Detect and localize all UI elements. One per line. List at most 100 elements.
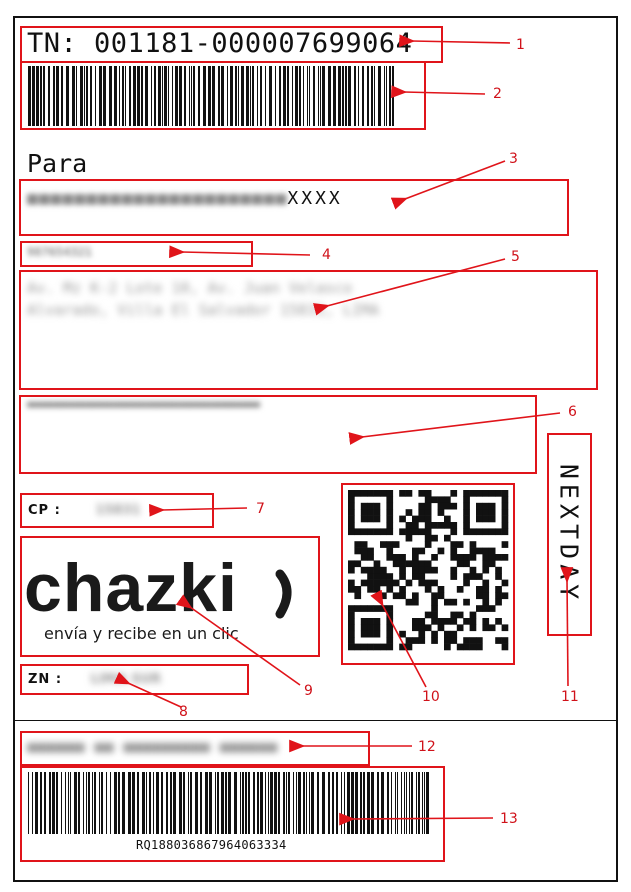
- qr-module: [348, 611, 355, 619]
- qr-module: [424, 624, 432, 632]
- qr-module: [348, 490, 355, 497]
- qr-module: [463, 490, 470, 497]
- qr-module: [386, 637, 394, 644]
- qr-module: [450, 618, 458, 625]
- bottom-barcode-bar: [161, 772, 163, 834]
- qr-module: [360, 509, 368, 516]
- arrow-5: [312, 258, 506, 316]
- qr-module: [450, 528, 458, 536]
- qr-module: [495, 592, 502, 600]
- bottom-barcode-bar: [387, 772, 389, 834]
- arrow-4: [169, 245, 311, 259]
- bottom-barcode-bar: [118, 772, 120, 834]
- qr-module: [412, 528, 419, 536]
- bottom-barcode-bar: [303, 772, 305, 834]
- bottom-barcode-bar: [101, 772, 103, 834]
- qr-module: [367, 515, 374, 523]
- qr-module: [450, 554, 458, 561]
- bottom-barcode-bar: [217, 772, 219, 834]
- annotation-box-9: [20, 536, 320, 657]
- top-barcode-bar: [198, 66, 200, 126]
- cp-value: 15831: [95, 503, 141, 518]
- top-barcode-bar: [378, 66, 381, 126]
- qr-module: [360, 541, 368, 548]
- qr-module: [373, 502, 381, 510]
- top-barcode-bar: [328, 66, 331, 126]
- qr-module: [482, 547, 490, 555]
- top-barcode-bar: [162, 66, 163, 126]
- qr-module: [482, 566, 490, 574]
- top-barcode-bar: [252, 66, 254, 126]
- bottom-barcode-bar: [293, 772, 294, 834]
- qr-module: [418, 490, 426, 497]
- qr-module: [424, 528, 432, 536]
- qr-module: [360, 554, 368, 561]
- qr-module: [418, 502, 426, 510]
- qr-module: [412, 624, 419, 632]
- top-barcode-bar: [43, 66, 45, 126]
- annotation-number-6: 6: [568, 404, 577, 420]
- bottom-barcode-bar: [253, 772, 255, 834]
- qr-module: [431, 534, 438, 542]
- bottom-barcode-bar: [344, 772, 345, 834]
- bottom-barcode-bar: [322, 772, 325, 834]
- qr-module: [418, 618, 426, 625]
- qr-module: [488, 554, 496, 561]
- bottom-barcode-bar: [341, 772, 342, 834]
- qr-module: [437, 547, 445, 555]
- qr-module: [437, 592, 445, 600]
- qr-module: [437, 522, 445, 529]
- top-barcode-bar: [275, 66, 276, 126]
- qr-module: [399, 566, 406, 574]
- qr-module: [476, 573, 483, 580]
- qr-module: [348, 643, 355, 651]
- arrow-13: [339, 812, 494, 826]
- annotation-box-12: [20, 731, 370, 766]
- bottom-barcode-bar: [328, 772, 330, 834]
- qr-module: [386, 643, 394, 651]
- qr-module: [482, 605, 490, 612]
- top-barcode-bar: [119, 66, 120, 126]
- qr-module: [380, 605, 387, 612]
- tracking-label: TN:: [27, 28, 78, 59]
- qr-module: [367, 624, 374, 632]
- qr-module: [437, 509, 445, 516]
- top-barcode-bar: [66, 66, 69, 126]
- qr-module: [501, 624, 509, 632]
- top-barcode-bar: [84, 66, 85, 126]
- qr-module: [418, 547, 426, 555]
- qr-module: [386, 618, 394, 625]
- qr-module: [437, 496, 445, 504]
- qr-module: [386, 490, 394, 497]
- qr-module: [424, 496, 432, 504]
- top-barcode-bar: [292, 66, 293, 126]
- qr-module: [412, 522, 419, 529]
- qr-module: [373, 579, 381, 587]
- bottom-barcode-bar: [28, 772, 29, 834]
- bottom-barcode-bar: [44, 772, 46, 834]
- qr-module: [463, 643, 470, 651]
- top-barcode-bar: [371, 66, 373, 126]
- bottom-barcode-bar: [248, 772, 250, 834]
- bottom-barcode: [28, 772, 429, 834]
- bottom-barcode-bar: [68, 772, 69, 834]
- bottom-barcode-bar: [288, 772, 290, 834]
- top-barcode-bar: [322, 66, 325, 126]
- qr-module: [469, 624, 477, 632]
- qr-module: [463, 579, 470, 587]
- qr-module: [367, 509, 374, 516]
- bottom-barcode-bar: [205, 772, 208, 834]
- qr-module: [412, 618, 419, 625]
- annotation-number-2: 2: [493, 86, 502, 102]
- qr-module: [488, 560, 496, 568]
- bottom-barcode-bar: [265, 772, 266, 834]
- top-barcode-bar: [95, 66, 96, 126]
- qr-module: [373, 573, 381, 580]
- qr-module: [476, 528, 483, 536]
- qr-module: [373, 566, 381, 574]
- qr-module: [495, 618, 502, 625]
- qr-module: [424, 509, 432, 516]
- qr-module: [469, 566, 477, 574]
- annotation-box-5: [19, 270, 598, 390]
- qr-module: [437, 586, 445, 593]
